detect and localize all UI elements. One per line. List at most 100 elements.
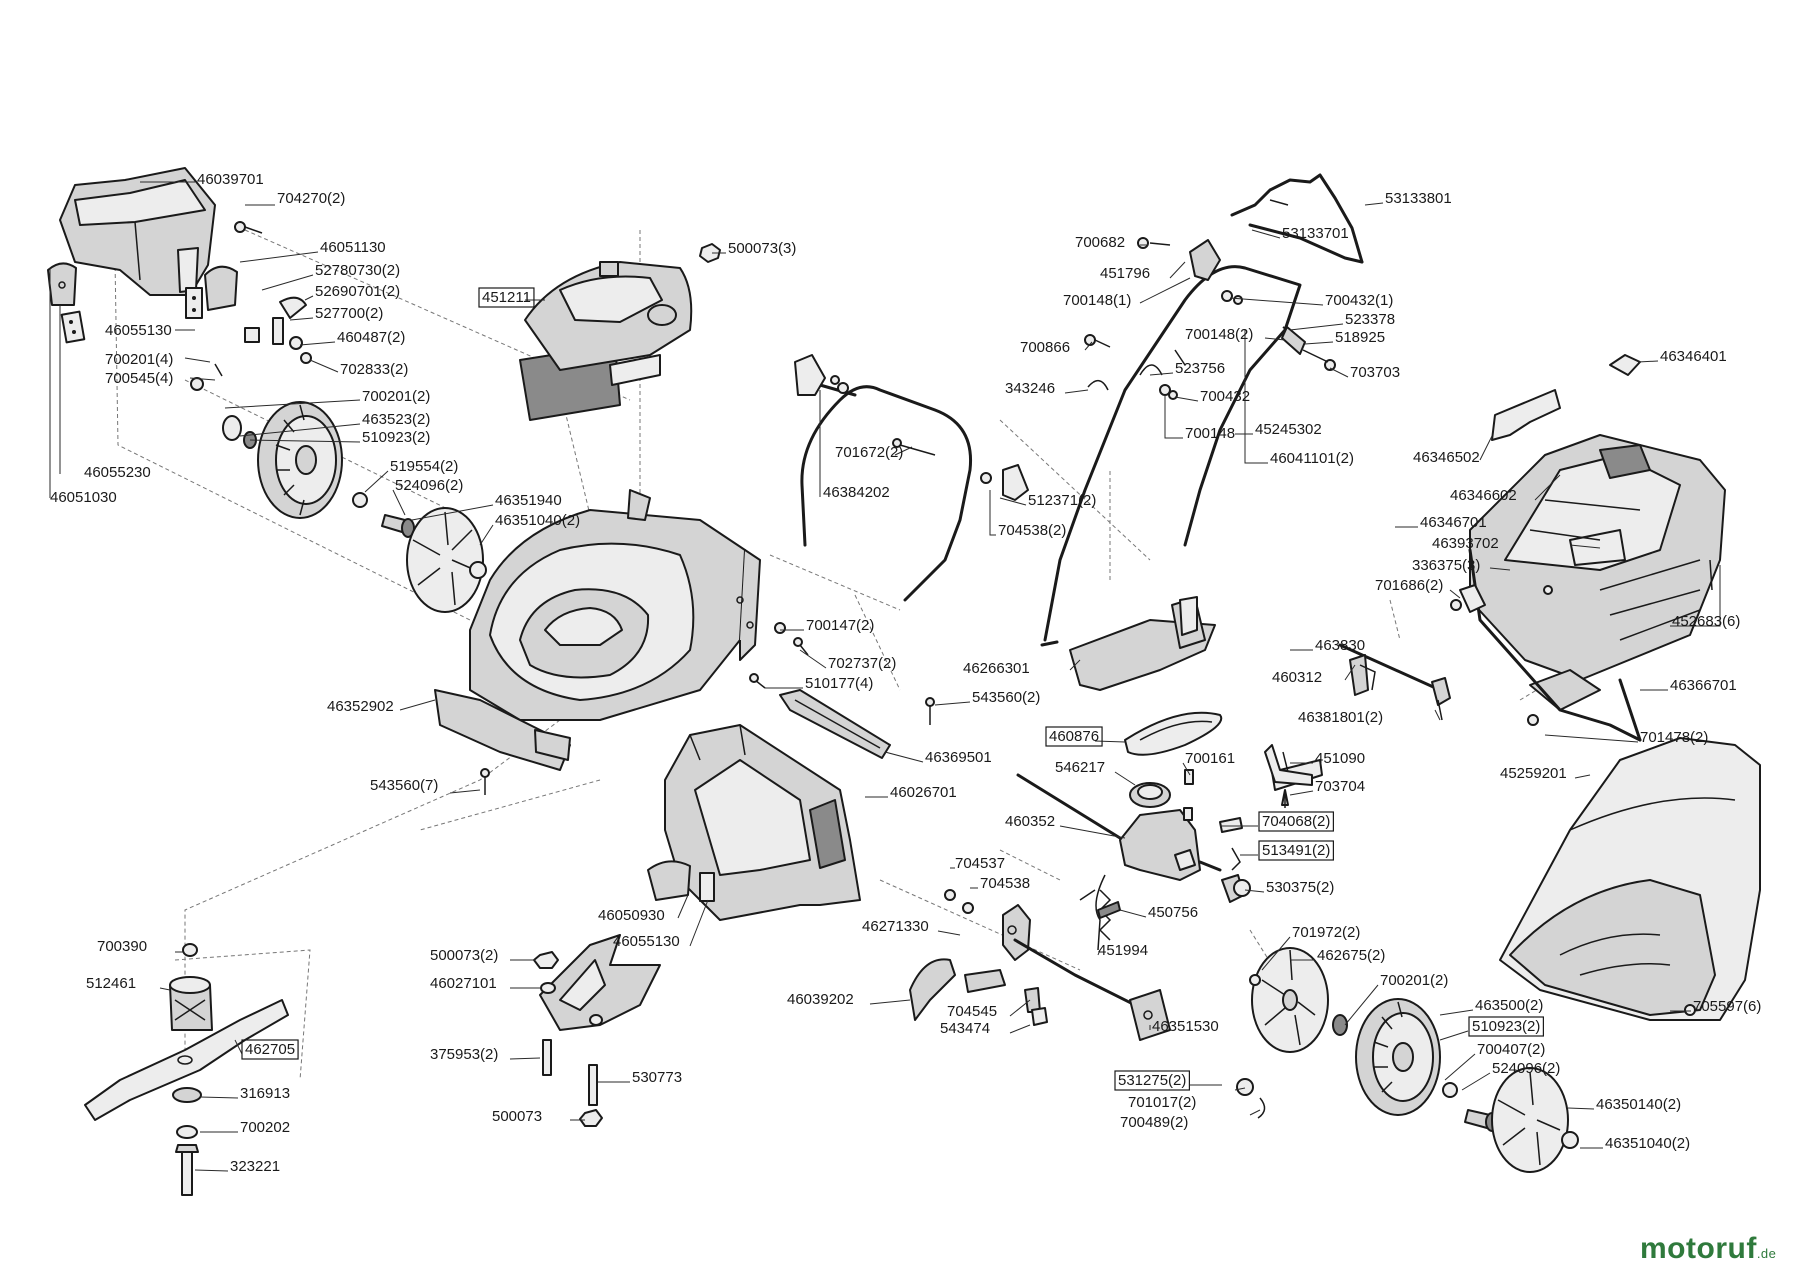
part-label-700161: 700161	[1185, 750, 1235, 767]
leader-l103	[199, 1096, 239, 1099]
leader-l44	[1637, 360, 1659, 363]
leader-l61	[399, 699, 436, 711]
part-label-460312: 460312	[1272, 669, 1322, 686]
part-label-700866: 700866	[1020, 339, 1070, 356]
leader-l36	[1174, 396, 1199, 402]
leader-l30	[1264, 337, 1286, 341]
leader-l63	[1544, 734, 1639, 743]
spring-clips	[244, 296, 307, 345]
part-label-46346602: 46346602	[1450, 487, 1517, 504]
part-labels: 46039701704270(2)4605113052780730(2)5269…	[50, 171, 1761, 1175]
leader-l23	[1364, 202, 1384, 206]
hub-cap-left	[406, 507, 487, 613]
flap-hinge-plate	[185, 287, 203, 319]
front-axle	[1002, 904, 1171, 1041]
part-label-510923-2-: 510923(2)	[362, 429, 430, 446]
leader-l60	[1434, 709, 1441, 721]
leader-l08	[299, 341, 336, 346]
leader-l06	[289, 317, 314, 321]
part-label-543474: 543474	[940, 1020, 990, 1037]
part-label-336375-3-: 336375(3)	[1412, 557, 1480, 574]
leader-l37	[1164, 395, 1183, 439]
front-wheel-right	[1332, 998, 1441, 1116]
part-label-519554-2-: 519554(2)	[390, 458, 458, 475]
part-label-700148: 700148	[1185, 425, 1235, 442]
part-label-701686-2-: 701686(2)	[1375, 577, 1443, 594]
part-label-46041101-2-: 46041101(2)	[1270, 450, 1354, 467]
part-label-460876: 460876	[1049, 728, 1099, 745]
leader-l97	[509, 1057, 541, 1060]
leader-l12	[224, 399, 361, 409]
part-label-700201-2-: 700201(2)	[1380, 972, 1448, 989]
brand-tld: .de	[1756, 1246, 1777, 1261]
part-label-462705: 462705	[245, 1041, 295, 1058]
part-label-53133801: 53133801	[1385, 190, 1452, 207]
part-label-46055230: 46055230	[84, 464, 151, 481]
part-label-700148-1-: 700148(1)	[1063, 292, 1131, 309]
leader-l110	[194, 1169, 229, 1172]
discharge-deflector	[539, 934, 661, 1031]
label-box-l98	[241, 1039, 299, 1060]
leader-l14	[249, 439, 361, 443]
part-label-46055130: 46055130	[613, 933, 680, 950]
leader-l35	[1064, 389, 1089, 394]
leader-l77	[1244, 889, 1265, 893]
label-box-l62	[1045, 726, 1103, 747]
leader-l49	[1489, 567, 1511, 571]
part-label-701672-2-: 701672(2)	[835, 444, 903, 461]
part-label-510923-2-: 510923(2)	[1472, 1018, 1540, 1035]
leader-l105	[1567, 1107, 1595, 1110]
part-label-703704: 703704	[1315, 778, 1365, 795]
brand-name: motoruf	[1640, 1232, 1757, 1265]
part-label-700148-2-: 700148(2)	[1185, 326, 1253, 343]
leader-l48	[1569, 544, 1601, 549]
cable-and-springs	[1079, 874, 1121, 951]
rear-wheel-left	[222, 401, 343, 519]
leader-l94	[1009, 1024, 1031, 1034]
leader-l51	[1670, 565, 1721, 627]
leader-l20	[479, 524, 494, 546]
leader-l84	[1261, 936, 1291, 971]
part-label-53133701: 53133701	[1282, 225, 1349, 242]
part-label-523756: 523756	[1175, 360, 1225, 377]
part-label-700489-2-: 700489(2)	[1120, 1114, 1188, 1131]
part-label-451211: 451211	[482, 289, 531, 306]
leader-l62	[1094, 740, 1126, 743]
part-label-46346701: 46346701	[1420, 514, 1487, 531]
leader-l09	[184, 357, 211, 363]
part-label-462675-2-: 462675(2)	[1317, 947, 1385, 964]
hub-cap-right	[1491, 1067, 1579, 1173]
label-box-l102	[1114, 1070, 1190, 1091]
part-label-46351040-2-: 46351040(2)	[1605, 1135, 1690, 1152]
part-label-704538: 704538	[980, 875, 1030, 892]
front-wheel-left-hubcap	[1249, 947, 1329, 1053]
front-axle-parts	[909, 889, 1048, 1026]
part-label-46352902: 46352902	[327, 698, 394, 715]
part-label-46393702: 46393702	[1432, 535, 1499, 552]
leader-l05	[304, 295, 314, 301]
leader-l40	[894, 446, 913, 456]
leader-l19	[411, 504, 494, 521]
part-label-701478-2-: 701478(2)	[1640, 729, 1708, 746]
blade-washer-bolt	[172, 1087, 202, 1196]
part-label-702833-2-: 702833(2)	[340, 361, 408, 378]
brand-logo: motoruf.de	[1640, 1232, 1776, 1266]
leader-l17	[364, 470, 389, 493]
leader-l45	[1479, 435, 1493, 461]
part-label-316913: 316913	[240, 1085, 290, 1102]
leader-l13	[239, 423, 361, 437]
leader-l50	[1449, 589, 1461, 599]
part-label-704545: 704545	[947, 1003, 997, 1020]
grass-catcher-bag	[1499, 737, 1761, 1021]
part-label-46039701: 46039701	[197, 171, 264, 188]
part-label-52690701-2-: 52690701(2)	[315, 283, 400, 300]
part-label-45245302: 45245302	[1255, 421, 1322, 438]
leader-l104	[1234, 1087, 1246, 1091]
part-label-530375-2-: 530375(2)	[1266, 879, 1334, 896]
leader-l31	[1304, 341, 1334, 345]
leader-l26	[1169, 261, 1186, 279]
part-label-500073-2-: 500073(2)	[430, 947, 498, 964]
part-label-460487-2-: 460487(2)	[337, 329, 405, 346]
part-label-463523-2-: 463523(2)	[362, 411, 430, 428]
part-label-452683-6-: 452683(6)	[1672, 613, 1740, 630]
